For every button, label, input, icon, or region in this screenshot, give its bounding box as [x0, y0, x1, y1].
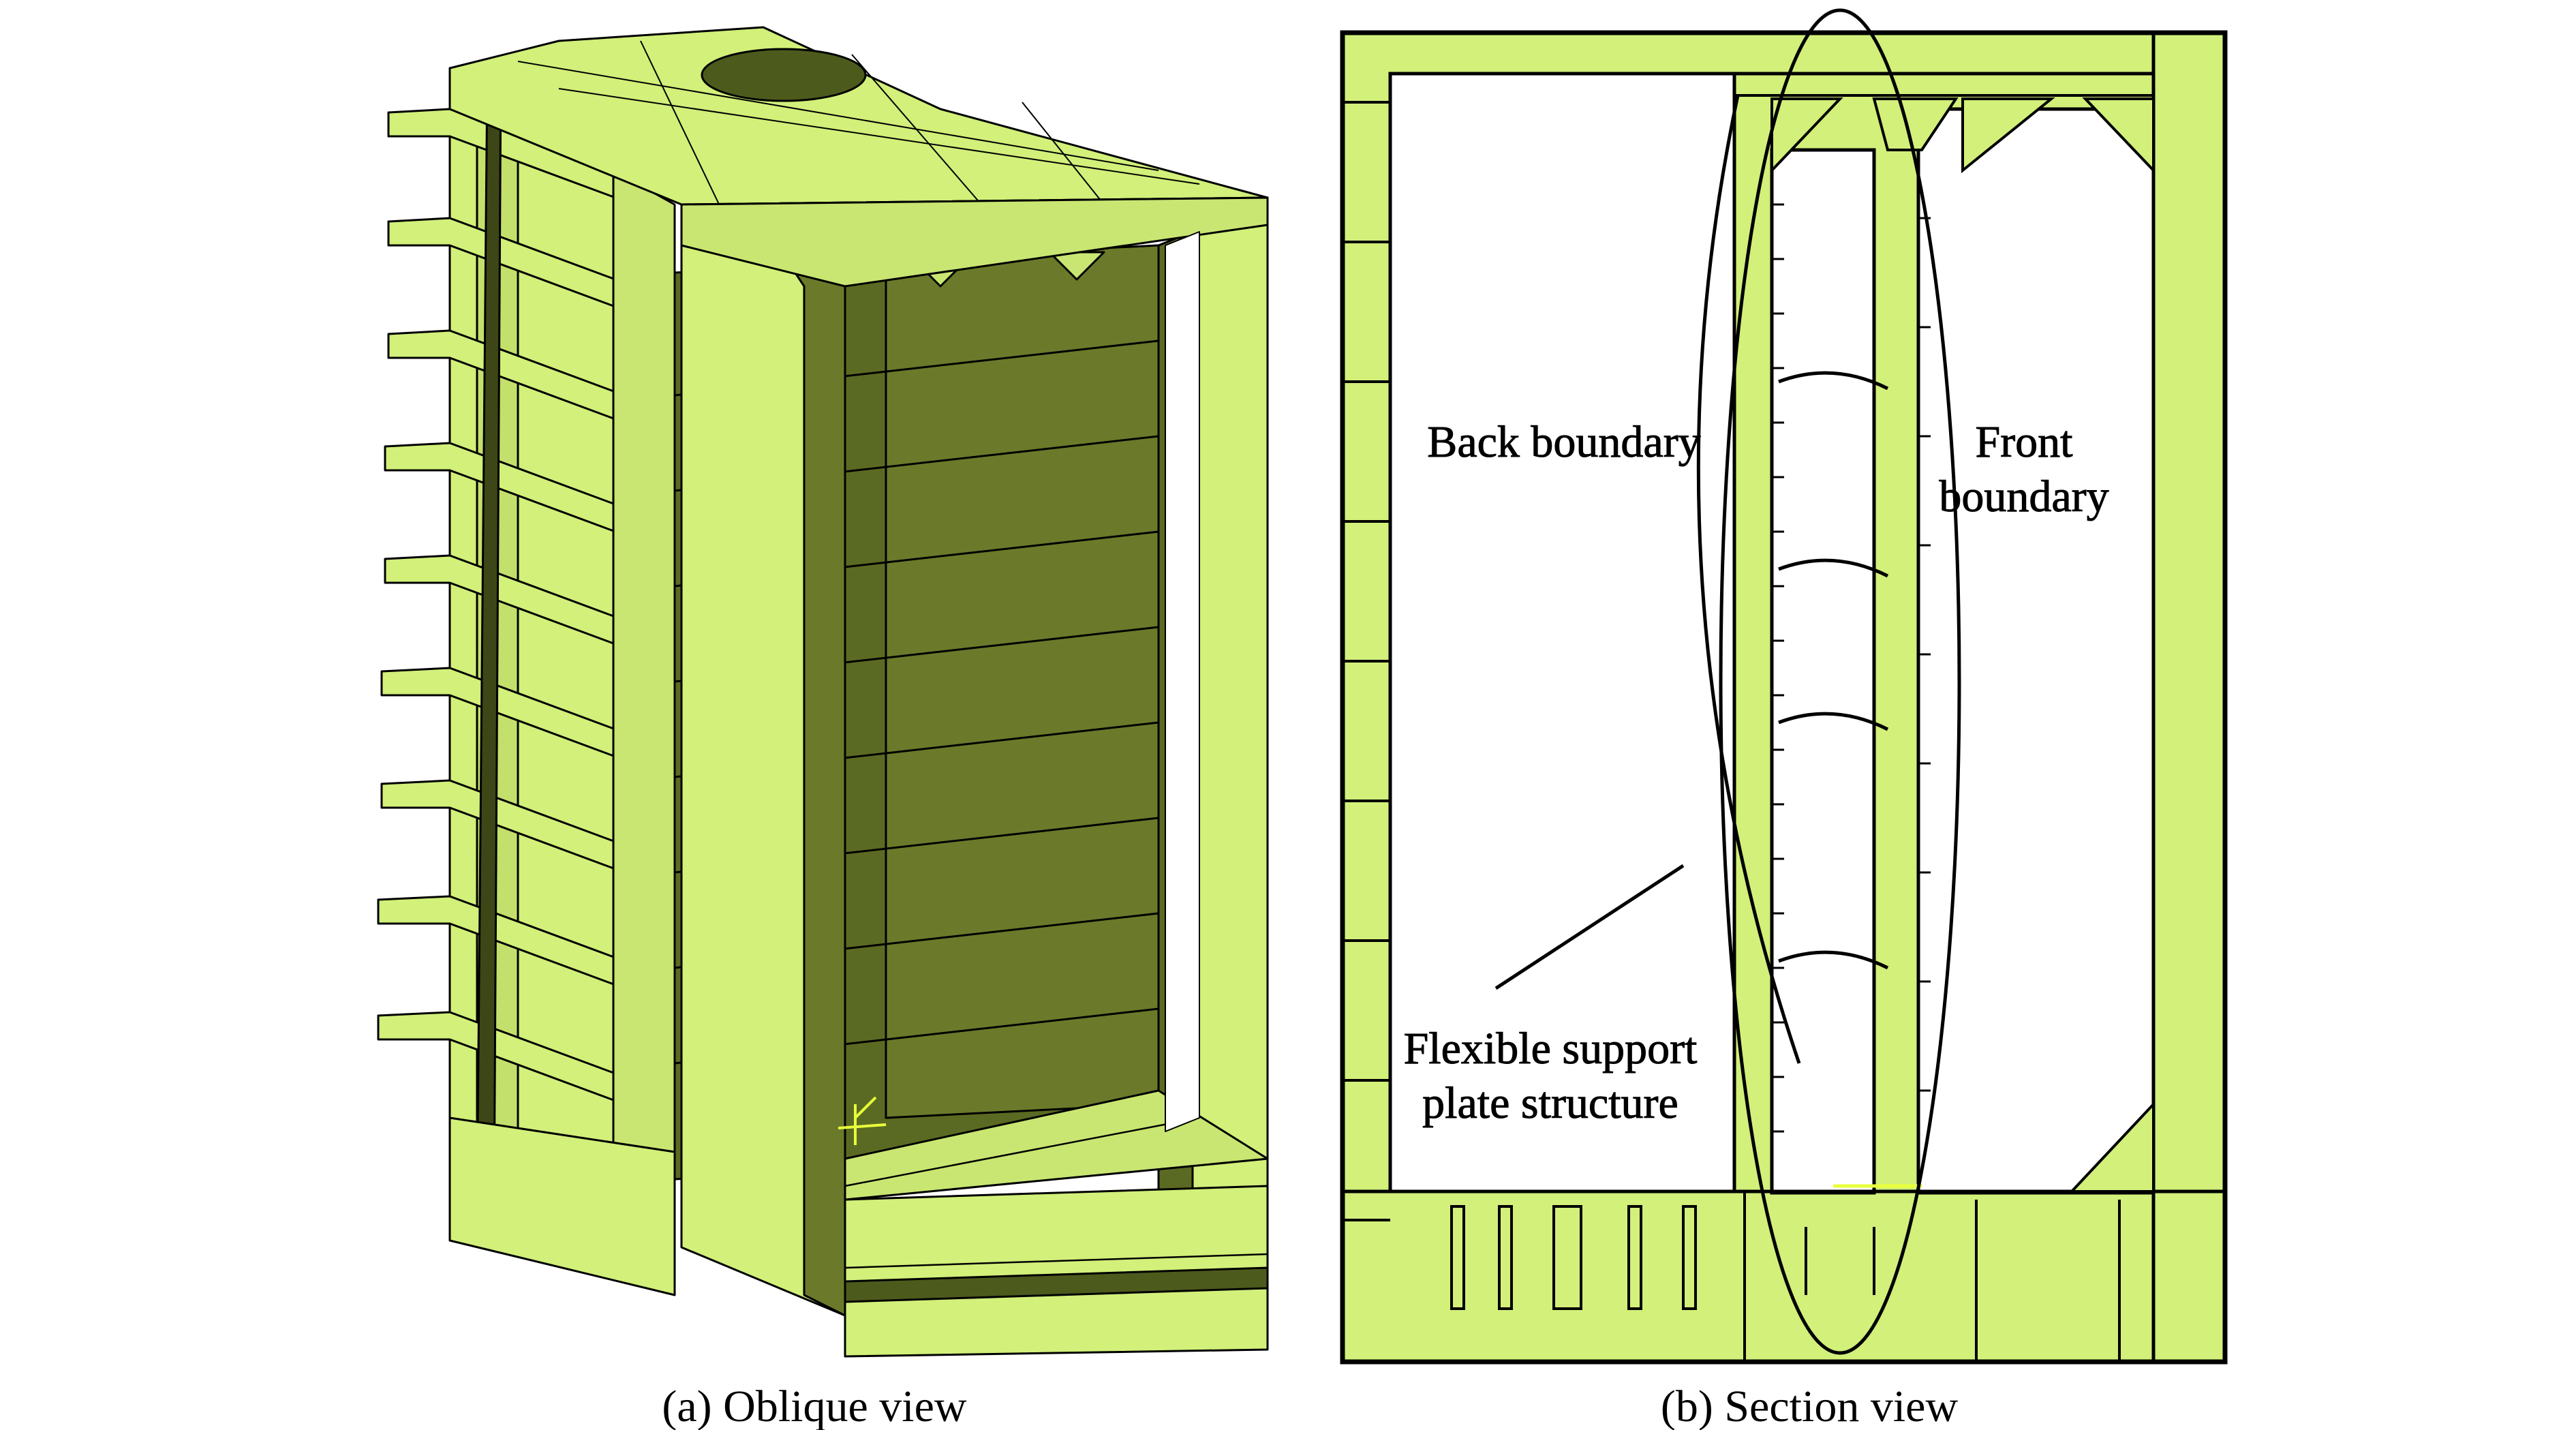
boundary-ellipse — [1719, 8, 1961, 1355]
panel-a-oblique-view — [377, 26, 1269, 1358]
front-boundary-label-line1: Front — [1975, 417, 2072, 467]
left-wall-ticks — [1343, 101, 1390, 1221]
top-deck — [448, 26, 1269, 206]
deck-seams — [517, 40, 1200, 212]
bottom-right-gusset — [2068, 1100, 2155, 1193]
section-middle-slot — [1770, 148, 1876, 1195]
inner-cavity-right-face — [885, 244, 1160, 1119]
bottom-base-front — [844, 1185, 1269, 1358]
panel-b-section-view: Back boundary Front boundary Flexible su… — [1340, 8, 2228, 1365]
flexible-support-leader — [1494, 864, 1685, 990]
base-recess — [844, 1266, 1269, 1303]
side-aperture — [1165, 231, 1200, 1132]
front-frame-right-post — [1191, 203, 1269, 1276]
axis-triad-icon — [838, 1096, 887, 1145]
panel-a-caption: (a) Oblique view — [662, 1382, 967, 1430]
bottom-base-left — [448, 1116, 676, 1296]
top-far-right-gusset — [2082, 97, 2155, 174]
panel-b-caption: (b) Section view — [1661, 1382, 1959, 1430]
flexible-support-label-line1: Flexible support — [1404, 1024, 1698, 1074]
back-boundary-label: Back boundary — [1427, 417, 1700, 467]
flexible-support-plates — [1778, 371, 1889, 970]
bottom-band-stiffeners — [1450, 1191, 2121, 1362]
middle-column-ticks — [1772, 203, 1931, 1133]
top-center-gusset — [1872, 97, 1959, 151]
back-boundary-curve — [1696, 95, 1801, 1064]
top-right-gusset — [1961, 97, 2055, 174]
deck-hatch-opening — [701, 48, 867, 102]
flexible-support-label-line2: plate structure — [1422, 1078, 1678, 1128]
front-frame-top-beam — [680, 196, 1269, 288]
section-right-cavity — [1916, 107, 2156, 1195]
front-boundary-label-line2: boundary — [1939, 472, 2109, 521]
middle-wall — [612, 169, 676, 1283]
